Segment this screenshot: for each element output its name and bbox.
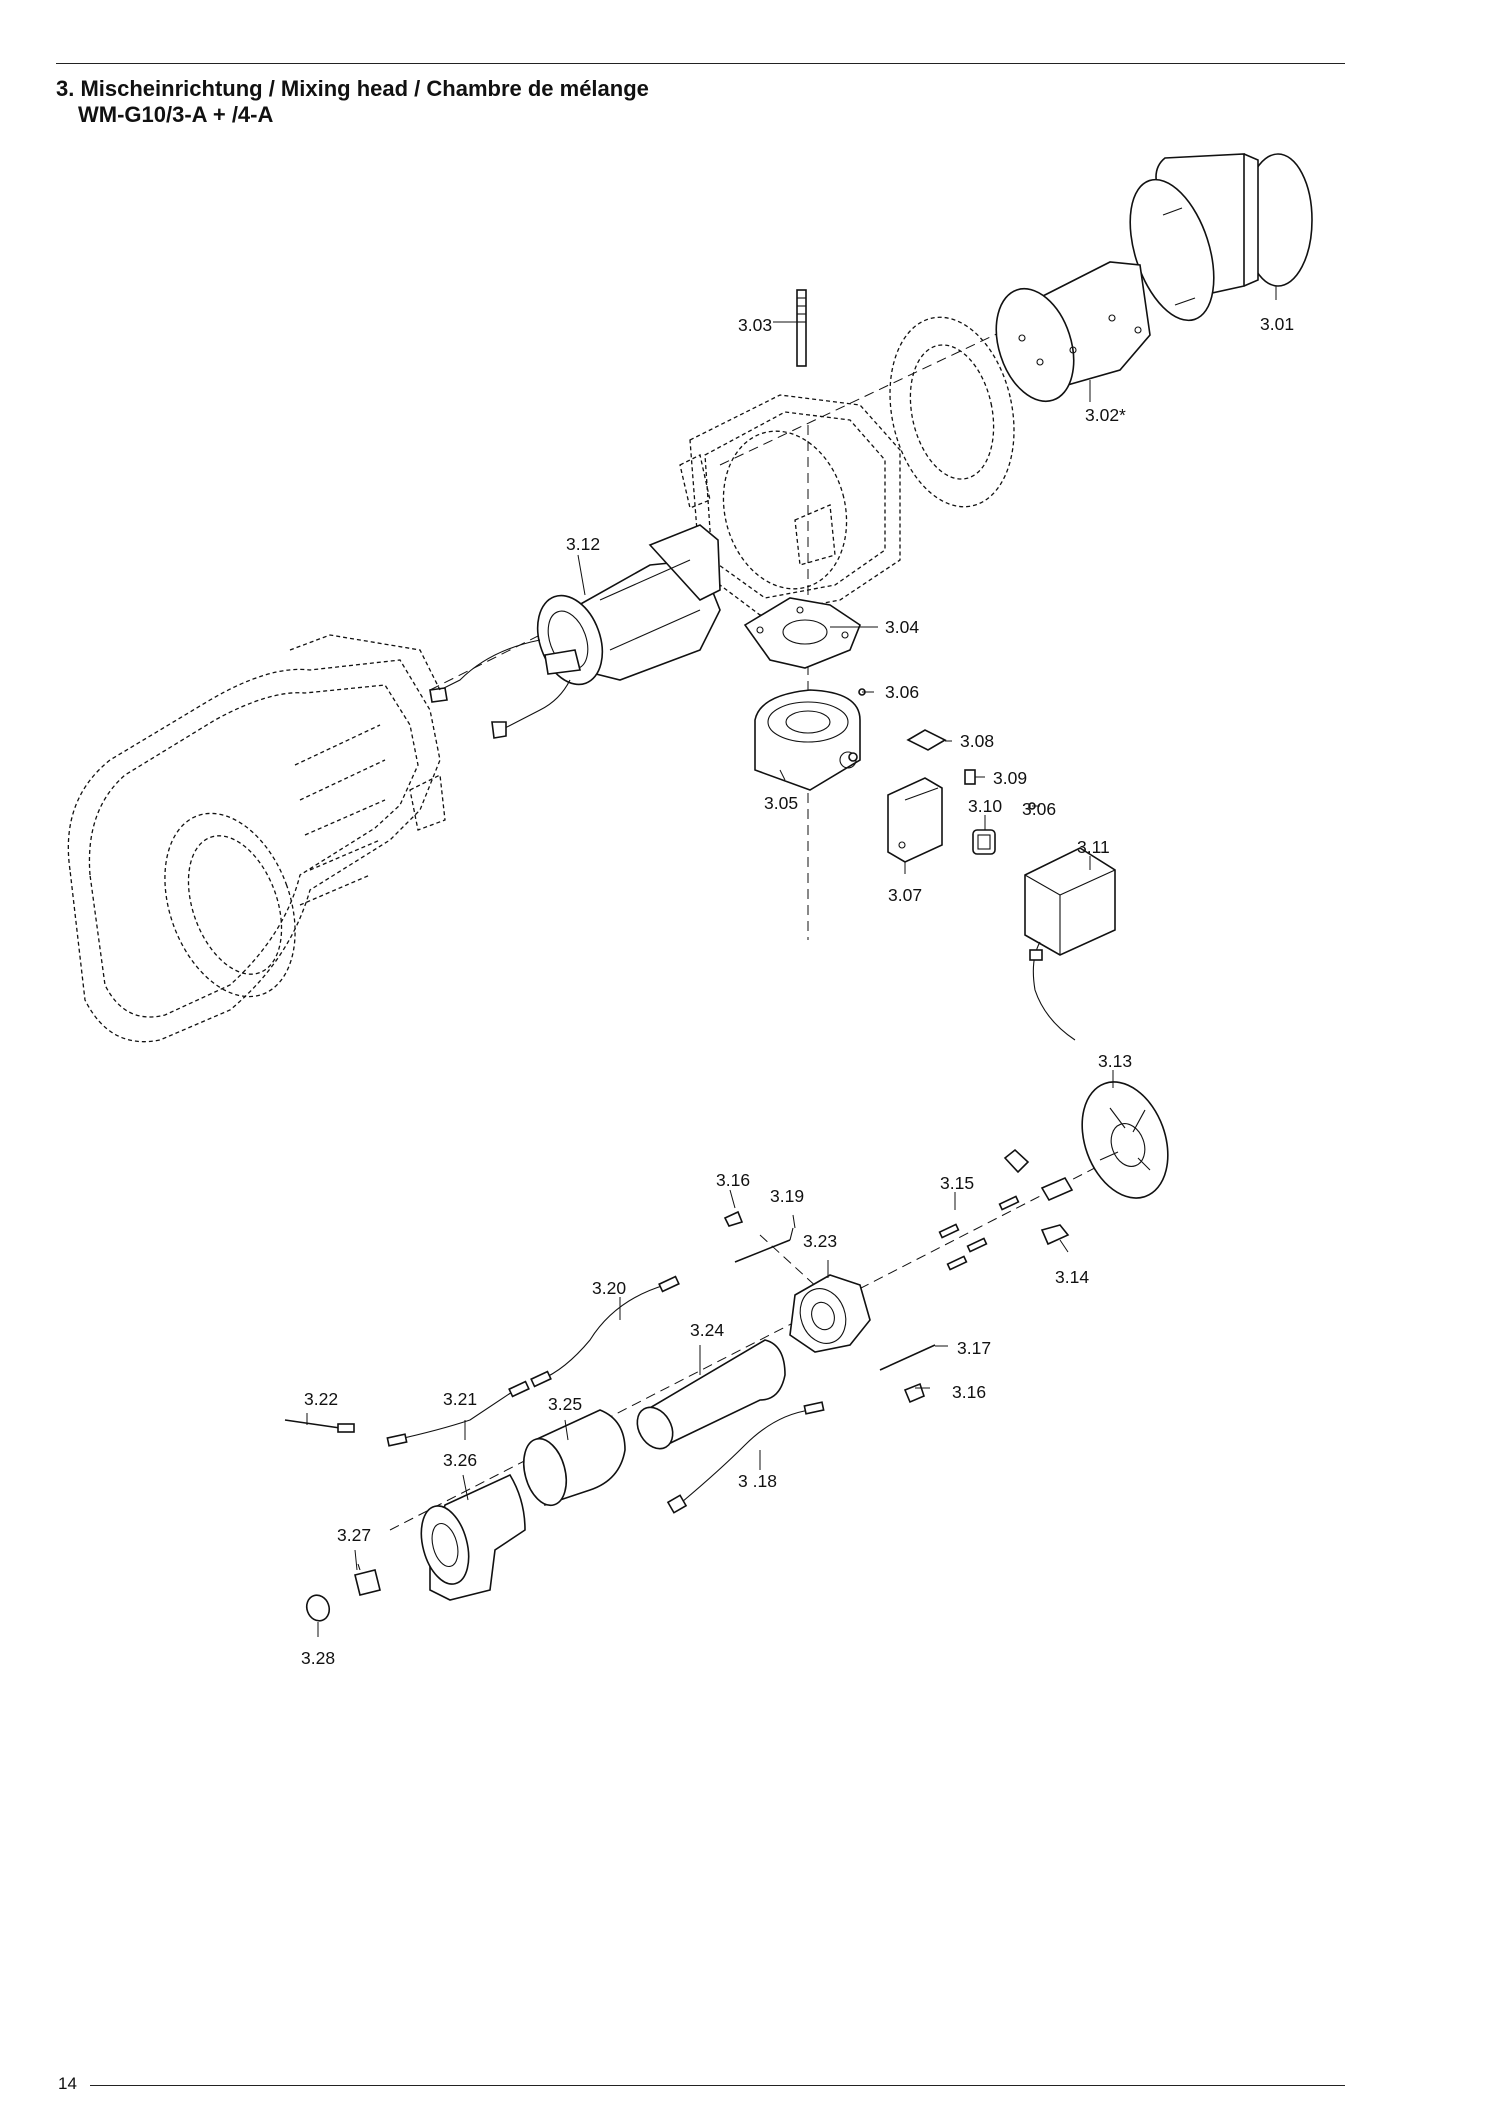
label-3-08: 3.08 — [960, 731, 994, 751]
label-3-16-a: 3.16 — [716, 1170, 750, 1190]
label-3-26: 3.26 — [443, 1450, 477, 1470]
part-3-23-holder — [789, 1274, 871, 1353]
assembly-axis-lower — [389, 1154, 1121, 1531]
label-3-28: 3.28 — [301, 1648, 335, 1668]
part-3-20-cable — [530, 1275, 680, 1388]
label-3-06-a: 3.06 — [885, 682, 919, 702]
label-3-16-b: 3.16 — [952, 1382, 986, 1402]
label-3-02: 3.02* — [1085, 405, 1126, 425]
part-labels: 3.01 3.02* 3.03 3.04 3.05 3.06 3.06 3.07… — [301, 314, 1294, 1668]
title-line-1: 3. Mischeinrichtung / Mixing head / Cham… — [56, 76, 649, 101]
label-3-13: 3.13 — [1098, 1051, 1132, 1071]
page-title: 3. Mischeinrichtung / Mixing head / Cham… — [56, 76, 649, 128]
part-3-02-tube — [995, 261, 1151, 403]
part-3-16-clip-a — [723, 1210, 744, 1227]
part-nozzle-sleeve — [1040, 1176, 1074, 1202]
label-3-15: 3.15 — [940, 1173, 974, 1193]
fan-housing-dashed — [67, 634, 446, 1043]
part-3-19-electrode — [734, 1227, 794, 1263]
part-3-01-tube — [1129, 153, 1313, 322]
flange-gasket-dashed — [889, 316, 1015, 508]
part-3-25-ring — [522, 1409, 626, 1507]
part-3-04-gasket — [743, 597, 861, 669]
leader-lines — [306, 286, 1277, 1637]
part-3-18-cable — [666, 1401, 825, 1514]
page-number: 14 — [58, 2074, 77, 2093]
assembly-axis-electrode — [759, 1234, 821, 1291]
label-3-01: 3.01 — [1260, 314, 1294, 334]
label-3-03: 3.03 — [738, 315, 772, 335]
part-3-03-stud — [796, 289, 807, 367]
part-3-21-cable — [386, 1380, 530, 1447]
label-3-05: 3.05 — [764, 793, 798, 813]
label-3-04: 3.04 — [885, 617, 919, 637]
label-3-09: 3.09 — [993, 768, 1027, 788]
part-3-22-probe — [284, 1419, 355, 1433]
label-3-18: 3 .18 — [738, 1471, 777, 1491]
part-3-08-pad — [906, 729, 947, 751]
top-rule — [56, 63, 1345, 64]
label-3-24: 3.24 — [690, 1320, 724, 1340]
label-3-10: 3.10 — [968, 796, 1002, 816]
part-3-07-bracket — [887, 777, 943, 863]
label-3-06-b: 3.06 — [1022, 799, 1056, 819]
part-3-12-motor — [429, 524, 721, 739]
part-3-16-clip-b — [903, 1382, 925, 1404]
part-3-26-head — [420, 1473, 526, 1601]
bottom-rule — [90, 2085, 1345, 2086]
label-3-21: 3.21 — [443, 1389, 477, 1409]
label-3-23: 3.23 — [803, 1231, 837, 1251]
part-3-17-rod — [879, 1344, 936, 1371]
label-3-07: 3.07 — [888, 885, 922, 905]
part-3-11-actuator — [1024, 847, 1116, 1041]
part-3-27-clip — [354, 1563, 381, 1596]
assembly-axis-upper — [719, 194, 1291, 466]
label-3-27: 3.27 — [337, 1525, 371, 1545]
label-3-12: 3.12 — [566, 534, 600, 554]
part-3-28-disc — [305, 1594, 331, 1622]
part-3-09-clip — [964, 769, 976, 785]
label-3-11: 3.11 — [1077, 837, 1110, 857]
part-3-10-coupling — [972, 829, 996, 855]
label-3-20: 3.20 — [592, 1278, 626, 1298]
label-3-25: 3.25 — [548, 1394, 582, 1414]
label-3-22: 3.22 — [304, 1389, 338, 1409]
part-3-13-baffle — [1081, 1081, 1169, 1199]
label-3-14: 3.14 — [1055, 1267, 1089, 1287]
part-3-15-pins — [938, 1195, 1020, 1271]
label-3-19: 3.19 — [770, 1186, 804, 1206]
part-3-05-housing — [754, 689, 861, 791]
part-3-24-tube — [636, 1339, 786, 1450]
label-3-17: 3.17 — [957, 1338, 991, 1358]
title-line-2: WM-G10/3-A + /4-A — [78, 102, 274, 127]
part-nozzle-tip — [1003, 1148, 1030, 1174]
part-3-14-cap — [1040, 1224, 1070, 1246]
